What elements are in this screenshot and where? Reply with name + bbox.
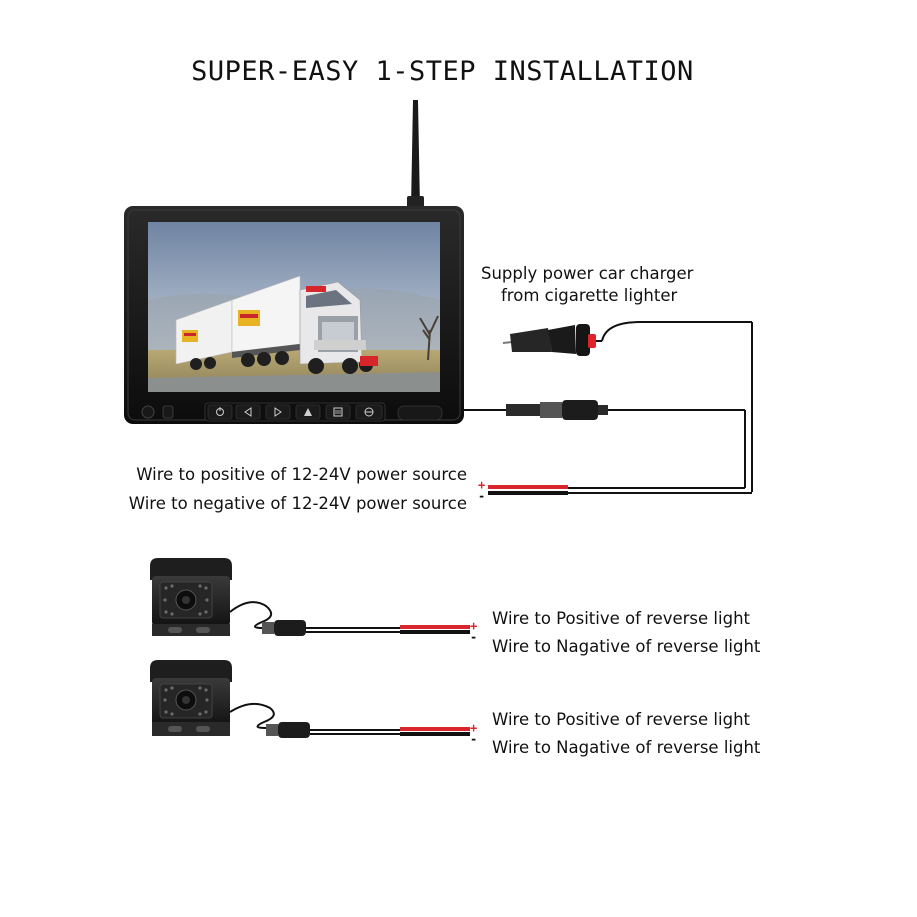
camera1-minus-sign: -: [470, 630, 478, 644]
charger-label-line2: from cigarette lighter: [501, 286, 678, 305]
camera1-plus-sign: +: [470, 619, 478, 633]
power-minus-sign: -: [478, 489, 486, 503]
camera2-plus-sign: +: [470, 721, 478, 735]
camera-1: [150, 558, 470, 636]
camera2-negative-label: Wire to Nagative of reverse light: [492, 738, 761, 757]
power-positive-label: Wire to positive of 12-24V power source: [136, 465, 467, 484]
monitor: [124, 206, 464, 424]
camera2-minus-sign: -: [470, 732, 478, 746]
left-arrow-icon[interactable]: [235, 404, 261, 420]
right-arrow-icon[interactable]: [265, 404, 291, 420]
antenna: [407, 100, 424, 212]
mode-icon[interactable]: [355, 404, 383, 420]
truck-image: [175, 275, 378, 374]
power-wiring: [488, 322, 753, 495]
power-plus-sign: +: [478, 478, 486, 492]
camera2-positive-label: Wire to Positive of reverse light: [492, 710, 750, 729]
camera1-negative-label: Wire to Nagative of reverse light: [492, 637, 761, 656]
page-title: SUPER-EASY 1-STEP INSTALLATION: [191, 56, 694, 87]
monitor-power-cable: [464, 400, 745, 420]
negative-wire: [488, 491, 568, 495]
charger-label-line1: Supply power car charger: [481, 264, 694, 283]
menu-icon[interactable]: [325, 404, 351, 420]
cigarette-lighter-plug: [502, 321, 752, 356]
monitor-screen: [148, 222, 440, 392]
camera-2: [150, 660, 470, 738]
power-icon[interactable]: [207, 404, 233, 420]
power-negative-label: Wire to negative of 12-24V power source: [128, 494, 467, 513]
positive-wire: [488, 485, 568, 489]
up-arrow-icon[interactable]: [295, 404, 321, 420]
camera1-positive-label: Wire to Positive of reverse light: [492, 609, 750, 628]
